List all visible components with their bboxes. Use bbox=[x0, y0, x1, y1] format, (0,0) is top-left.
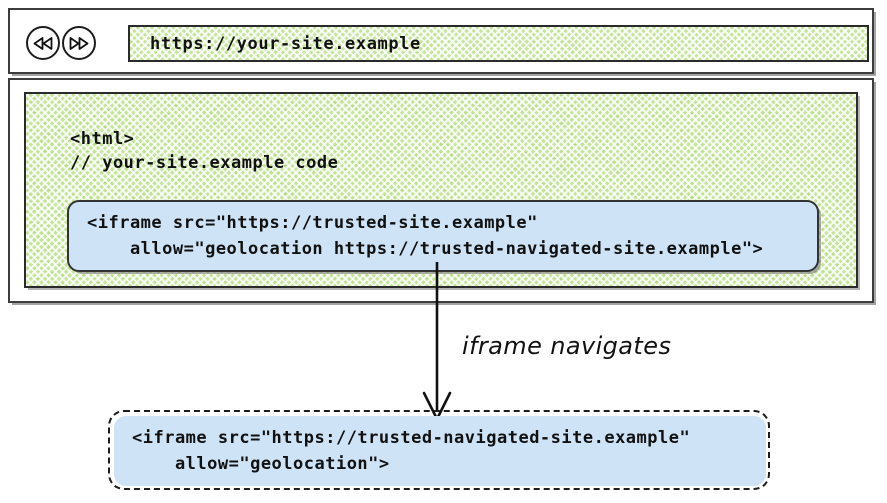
rewind-back-icon bbox=[33, 36, 53, 50]
url-text: https://your-site.example bbox=[150, 33, 421, 54]
navigated-iframe-code-box: <iframe src="https://trusted-navigated-s… bbox=[114, 416, 766, 486]
navigated-iframe-allow-line: allow="geolocation"> bbox=[132, 454, 390, 474]
forward-button[interactable] bbox=[62, 26, 96, 60]
outer-iframe-src-line: <iframe src="https://trusted-site.exampl… bbox=[87, 213, 538, 233]
outer-iframe-code-box: <iframe src="https://trusted-site.exampl… bbox=[67, 200, 819, 272]
browser-window: https://your-site.example <html> // your… bbox=[8, 8, 874, 303]
code-line-html-tag: <html> bbox=[70, 129, 135, 149]
outer-iframe-allow-line: allow="geolocation https://trusted-navig… bbox=[87, 239, 764, 259]
browser-viewport: <html> // your-site.example code <iframe… bbox=[8, 78, 874, 303]
arrow-label: iframe navigates bbox=[462, 332, 672, 360]
back-button[interactable] bbox=[26, 26, 60, 60]
url-bar[interactable]: https://your-site.example bbox=[128, 25, 869, 62]
fast-forward-icon bbox=[69, 36, 89, 50]
navigated-iframe-src-line: <iframe src="https://trusted-navigated-s… bbox=[132, 428, 691, 448]
navigated-iframe-dashed-outline: <iframe src="https://trusted-navigated-s… bbox=[108, 410, 770, 490]
page-content-region: <html> // your-site.example code <iframe… bbox=[24, 92, 858, 288]
browser-toolbar: https://your-site.example bbox=[8, 8, 874, 74]
code-line-comment: // your-site.example code bbox=[70, 153, 339, 173]
